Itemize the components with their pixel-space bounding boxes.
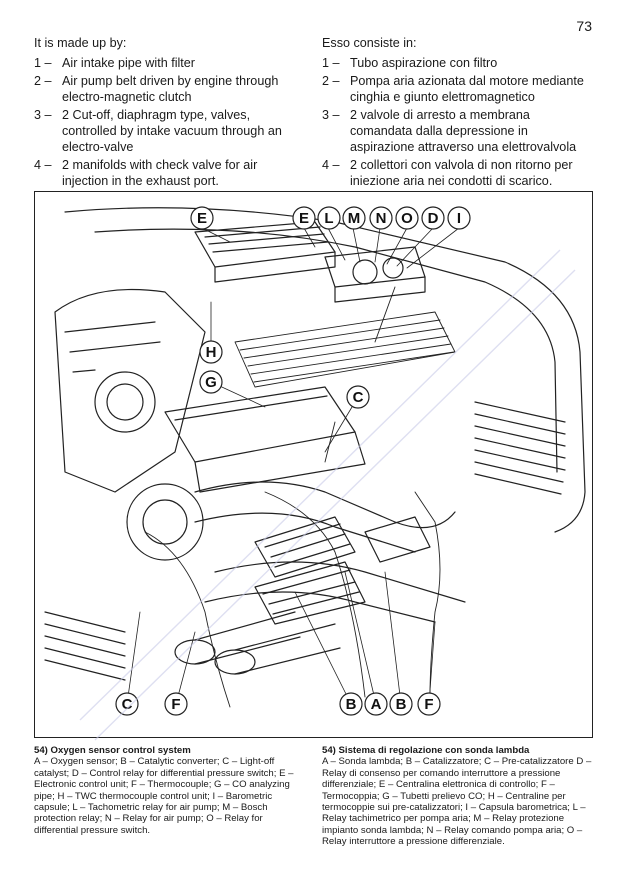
svg-text:L: L [324, 210, 333, 227]
svg-text:O: O [401, 210, 413, 227]
caption-italian: 54) Sistema di regolazione con sonda lam… [322, 745, 594, 848]
engine-illustration: E E L M N O D I H G C C F B A B F [44, 206, 586, 716]
svg-text:E: E [197, 210, 207, 227]
caption-title: 54) Sistema di regolazione con sonda lam… [322, 745, 530, 756]
english-intro: It is made up by: [34, 36, 127, 50]
item-text: 2 valvole di arresto a membrana comandat… [350, 108, 577, 154]
label-e: E [292, 206, 316, 230]
svg-text:G: G [205, 374, 217, 391]
label-o: O [395, 206, 419, 230]
label-b-1: B [339, 692, 363, 716]
italian-item-3: 3 – 2 valvole di arresto a membrana coma… [322, 108, 594, 155]
label-c-right: C [346, 385, 370, 409]
caption-body: A – Oxygen sensor; B – Catalytic convert… [34, 756, 294, 836]
tailpipes [174, 611, 341, 675]
label-e-ecu: E [190, 206, 214, 230]
italian-intro: Esso consiste in: [322, 36, 417, 50]
sensor-wires [144, 286, 441, 708]
english-column: It is made up by: 1 – Air intake pipe wi… [34, 36, 306, 192]
item-text: Tubo aspirazione con filtro [350, 55, 498, 70]
label-l: L [317, 206, 341, 230]
item-number: 2 – [34, 74, 52, 89]
item-number: 1 – [34, 55, 52, 70]
item-text: Air pump belt driven by engine through e… [62, 74, 279, 104]
intake-plenum [164, 386, 366, 493]
label-c-bottom: C [115, 692, 139, 716]
svg-text:C: C [353, 389, 364, 406]
english-item-4: 4 – 2 manifolds with check valve for air… [34, 158, 306, 189]
caption-english: 54) Oxygen sensor control system A – Oxy… [34, 745, 306, 836]
label-h: H [199, 340, 223, 364]
engine-diagram: E E L M N O D I H G C C F B A B F [34, 191, 593, 738]
svg-text:D: D [428, 210, 439, 227]
label-m: M [342, 206, 366, 230]
exhaust-system [194, 481, 466, 623]
caption-title: 54) Oxygen sensor control system [34, 745, 191, 756]
label-f-bottom-right: F [417, 692, 441, 716]
label-n: N [369, 206, 393, 230]
item-text: 2 manifolds with check valve for air inj… [62, 158, 258, 188]
item-number: 3 – [322, 108, 340, 123]
svg-text:F: F [171, 696, 180, 713]
label-a: A [364, 692, 388, 716]
item-number: 4 – [34, 158, 52, 173]
label-f-bottom-left: F [164, 692, 188, 716]
italian-item-1: 1 – Tubo aspirazione con filtro [322, 56, 594, 72]
italian-item-2: 2 – Pompa aria azionata dal motore media… [322, 74, 594, 105]
item-number: 3 – [34, 108, 52, 123]
english-item-2: 2 – Air pump belt driven by engine throu… [34, 74, 306, 105]
item-number: 2 – [322, 74, 340, 89]
grille-slats [44, 401, 566, 681]
english-item-1: 1 – Air intake pipe with filter [34, 56, 306, 72]
label-g: G [199, 370, 223, 394]
label-b-2: B [389, 692, 413, 716]
caption-body: A – Sonda lambda; B – Catalizzatore; C –… [322, 756, 592, 848]
engine-block [54, 288, 206, 561]
catalytic-converters [254, 516, 431, 625]
svg-text:I: I [457, 210, 461, 227]
svg-text:N: N [376, 210, 387, 227]
svg-text:B: B [346, 696, 357, 713]
item-number: 1 – [322, 55, 340, 70]
item-text: Air intake pipe with filter [62, 55, 195, 70]
label-i: I [447, 206, 471, 230]
leader-lines [126, 227, 460, 705]
label-d: D [421, 206, 445, 230]
svg-text:H: H [206, 344, 217, 361]
radiator-mesh [234, 311, 456, 388]
english-item-3: 3 – 2 Cut-off, diaphragm type, valves, c… [34, 108, 306, 155]
item-number: 4 – [322, 158, 340, 173]
item-text: 2 collettori con valvola di non ritorno … [350, 158, 573, 188]
relay-cluster [324, 246, 426, 303]
svg-text:C: C [122, 696, 133, 713]
item-text: Pompa aria azionata dal motore mediante … [350, 74, 584, 104]
svg-text:A: A [371, 696, 382, 713]
italian-column: Esso consiste in: 1 – Tubo aspirazione c… [322, 36, 594, 192]
svg-text:M: M [348, 210, 361, 227]
ecu-box [194, 221, 336, 283]
item-text: 2 Cut-off, diaphragm type, valves, contr… [62, 108, 282, 154]
svg-text:B: B [396, 696, 407, 713]
svg-text:F: F [424, 696, 433, 713]
italian-item-4: 4 – 2 collettori con valvola di non rito… [322, 158, 594, 189]
page-number: 73 [576, 18, 592, 34]
car-body-inner [94, 228, 558, 473]
svg-text:E: E [299, 210, 309, 227]
